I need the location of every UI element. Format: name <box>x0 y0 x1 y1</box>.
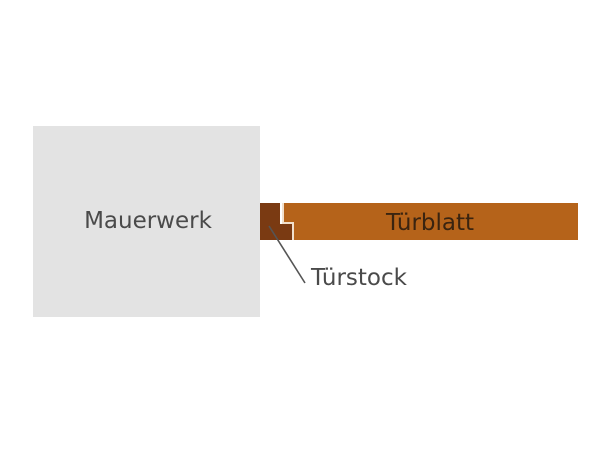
wall-block <box>33 126 260 317</box>
door-frame <box>260 203 292 240</box>
door-leaf-label: Türblatt <box>385 210 474 236</box>
door-leaf <box>284 203 578 240</box>
door-frame-label: Türstock <box>310 265 408 291</box>
wall-label: Mauerwerk <box>84 208 213 234</box>
door-frame-leader-line <box>268 225 306 284</box>
